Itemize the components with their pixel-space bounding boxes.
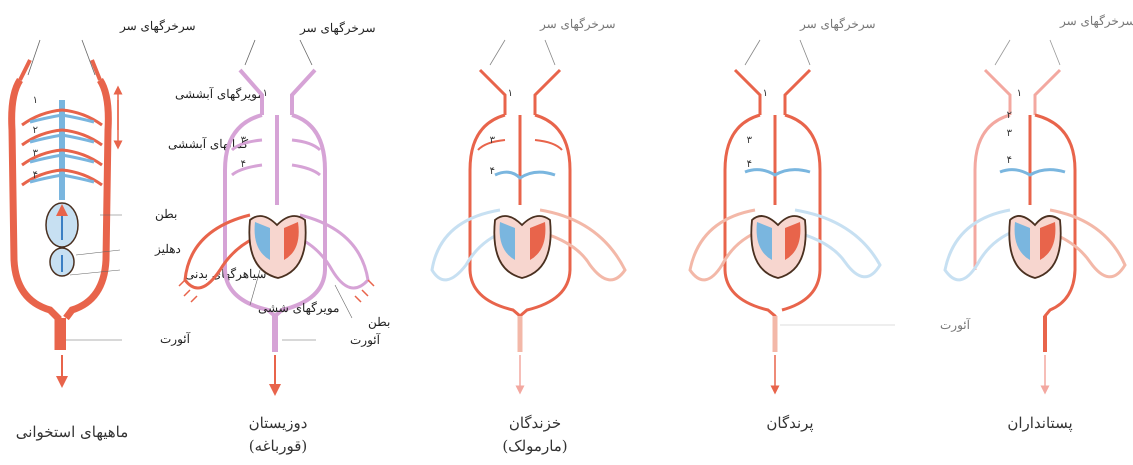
fish-aorta-label: آئورت	[160, 331, 191, 346]
fish-caption: ماهیهای استخوانی	[16, 423, 129, 441]
amphibian-lung-capillaries-label: مویرگهای ششی	[258, 301, 339, 315]
mammal-left-vessel	[975, 115, 1010, 270]
reptile-head-arteries-label: سرخرگهای سر	[539, 17, 616, 31]
fish-head-arteries-label: سرخرگهای سر	[119, 19, 196, 33]
amphibian-arch-number-4: ۴	[241, 159, 246, 170]
bird-caption: پرندگان	[766, 414, 813, 432]
mammal-left-lung-loop	[945, 210, 1017, 280]
fish-arch-number-2: ۲	[33, 125, 38, 136]
bird-aorta-label: آئورت	[940, 317, 971, 332]
reptile-caption: خزندگان	[509, 414, 561, 432]
reptile-arch-number-3: ۳	[490, 135, 496, 146]
mammal-arch-number-4: ۴	[1007, 155, 1012, 166]
mammal-head-arteries-label: سرخرگهای سر	[1059, 14, 1133, 28]
panel-bird: ۱ ۳ ۴ سرخرگهای سر آئورت پرندگان	[690, 17, 971, 432]
fish-arch-number-3: ۳	[33, 148, 39, 159]
bird-arch-number-1: ۱	[763, 88, 768, 99]
mammal-caption: پستانداران	[1007, 414, 1072, 432]
fish-gill-arches-label: کمانهای آبششی	[168, 136, 248, 151]
amphibian-aorta-label: آئورت	[350, 332, 381, 347]
amphibian-arch-number-1: ۱	[263, 88, 268, 99]
amphibian-ventricle-label: بطن	[368, 315, 390, 329]
panel-fish: ۱ ۲ ۳ ۴ سرخرگهای سر مویرگهای آبششی کمانه…	[12, 19, 267, 441]
amphibian-head-arteries-label: سرخرگهای سر	[299, 21, 376, 35]
fish-arch-number-1: ۱	[33, 95, 38, 106]
amphibian-arch-number-3: ۳	[241, 135, 247, 146]
mammal-arch-number-3: ۳	[1007, 128, 1013, 139]
fish-gill-capillaries-label: مویرگهای آبششی	[175, 86, 264, 101]
reptile-arch-number-1: ۱	[508, 88, 513, 99]
panel-reptile: ۱ ۳ ۴ سرخرگهای سر خزندگان (مارمولک)	[432, 17, 625, 455]
bird-head-arteries-label: سرخرگهای سر	[799, 17, 876, 31]
fish-atrium-label: دهلیز	[154, 242, 181, 256]
reptile-arch-number-4: ۴	[490, 166, 495, 177]
amphibian-caption: دوزیستان	[249, 414, 308, 432]
fish-ventricle-label: بطن	[155, 207, 177, 221]
fish-arch-number-4: ۴	[33, 170, 38, 181]
reptile-caption-sub: (مارمولک)	[502, 437, 567, 455]
bird-arch-number-4: ۴	[747, 159, 752, 170]
amphibian-caption-sub: (قورباغه)	[249, 437, 308, 455]
panel-mammal: ۱ ۲ ۳ ۴ سرخرگهای سر پستانداران	[945, 14, 1133, 432]
mammal-arch-number-1: ۱	[1017, 88, 1022, 99]
bird-arch-number-3: ۳	[747, 135, 753, 146]
mammal-arch-number-2: ۲	[1007, 110, 1012, 121]
